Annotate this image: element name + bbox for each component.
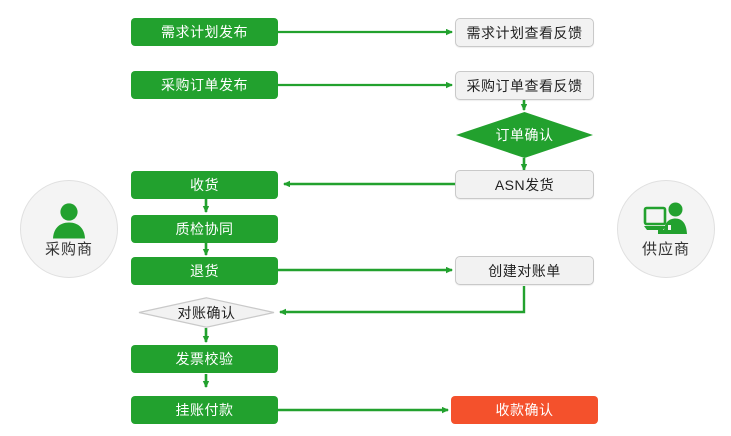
edge-statement-to-confirm (279, 286, 526, 316)
node-label: 需求计划查看反馈 (466, 24, 583, 41)
node-label: 挂账付款 (175, 402, 234, 418)
node-order-confirm[interactable]: 订单确认 (456, 112, 593, 158)
node-label: 创建对账单 (488, 262, 561, 279)
diamond-shape (456, 112, 593, 158)
node-label: 采购订单发布 (161, 77, 248, 93)
node-label: 需求计划发布 (161, 24, 248, 40)
actor-supplier-label: 供应商 (641, 241, 690, 258)
node-quality-collab[interactable]: 质检协同 (131, 215, 278, 243)
node-label: 收款确认 (495, 402, 554, 418)
node-po-feedback[interactable]: 采购订单查看反馈 (455, 71, 594, 100)
actor-supplier: 供应商 (617, 180, 715, 278)
node-label: 退货 (190, 263, 219, 279)
node-asn-ship[interactable]: ASN发货 (455, 170, 594, 199)
node-create-statement[interactable]: 创建对账单 (455, 256, 594, 285)
actor-buyer-label: 采购商 (44, 241, 93, 258)
node-receipt-confirm[interactable]: 收款确认 (451, 396, 598, 424)
node-label: 发票校验 (175, 351, 234, 367)
node-po-publish[interactable]: 采购订单发布 (131, 71, 278, 99)
node-label: 质检协同 (175, 221, 234, 237)
node-pay-on-account[interactable]: 挂账付款 (131, 396, 278, 424)
diamond-shape (138, 297, 275, 328)
node-return-goods[interactable]: 退货 (131, 257, 278, 285)
actor-buyer: 采购商 (20, 180, 118, 278)
node-demand-plan-feedback[interactable]: 需求计划查看反馈 (455, 18, 594, 47)
node-receive-goods[interactable]: 收货 (131, 171, 278, 199)
person-at-computer-icon (643, 202, 687, 234)
node-label: 收货 (190, 177, 219, 193)
node-label: ASN发货 (494, 176, 555, 193)
node-statement-confirm[interactable]: 对账确认 (138, 297, 275, 328)
node-demand-plan-publish[interactable]: 需求计划发布 (131, 18, 278, 46)
node-label: 采购订单查看反馈 (466, 77, 583, 94)
node-invoice-check[interactable]: 发票校验 (131, 345, 278, 373)
person-icon (53, 203, 85, 239)
